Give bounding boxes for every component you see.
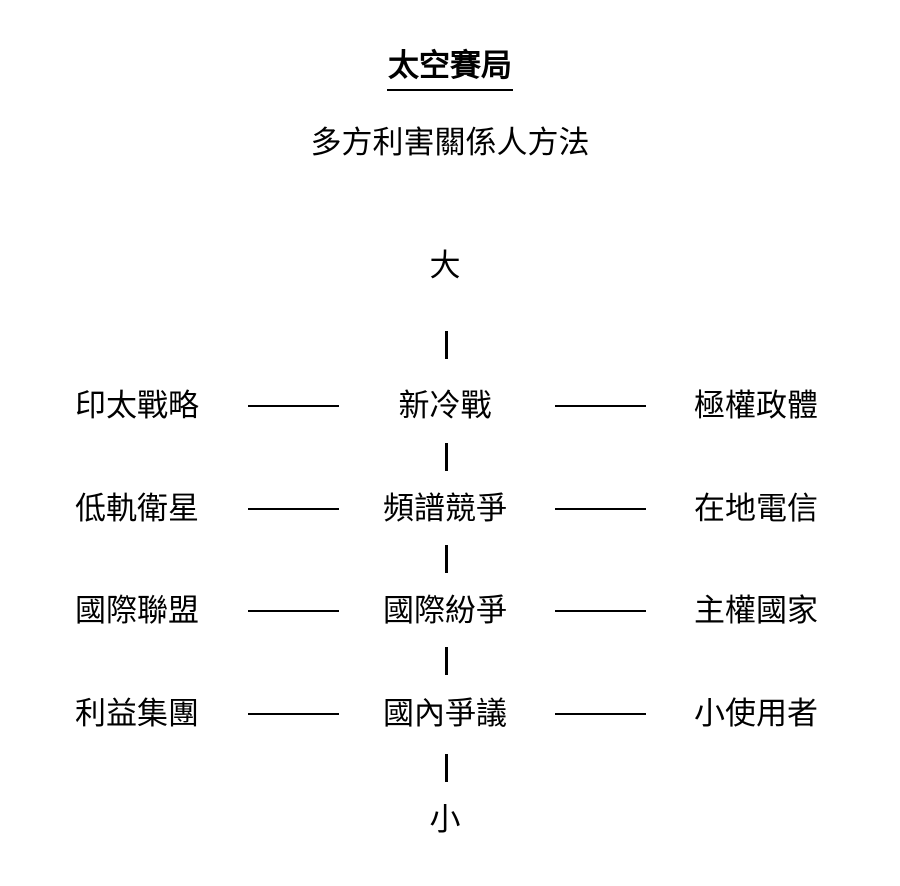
row-3-right-node: 主權國家 [694, 593, 818, 629]
row-4-right-connector [555, 713, 646, 715]
row-1-center-node: 新冷戰 [398, 388, 492, 424]
row-1-right-node: 極權政體 [694, 388, 818, 424]
row-3-left-node: 國際聯盟 [75, 593, 199, 629]
vertical-connector-bottom [445, 754, 448, 782]
row-3-left-connector [248, 610, 339, 612]
row-4-right-node: 小使用者 [694, 696, 818, 732]
diagram-title-text: 太空賽局 [387, 46, 513, 91]
vertical-connector-1-2 [445, 443, 448, 471]
row-2-right-node: 在地電信 [694, 491, 818, 527]
row-4-center-node: 國內爭議 [383, 696, 507, 732]
scale-top-label: 大 [429, 248, 461, 284]
row-2-center-node: 頻譜競爭 [383, 491, 507, 527]
row-1-right-connector [555, 405, 646, 407]
row-1-left-connector [248, 405, 339, 407]
vertical-connector-3-4 [445, 647, 448, 675]
row-2-left-connector [248, 508, 339, 510]
row-2-right-connector [555, 508, 646, 510]
row-1-left-node: 印太戰略 [75, 388, 199, 424]
diagram-subtitle: 多方利害關係人方法 [310, 125, 590, 161]
row-3-right-connector [555, 610, 646, 612]
diagram-title: 太空賽局 [0, 46, 900, 91]
vertical-connector-top [445, 331, 448, 359]
vertical-connector-2-3 [445, 545, 448, 573]
row-2-left-node: 低軌衛星 [75, 491, 199, 527]
row-4-left-node: 利益集團 [75, 696, 199, 732]
row-3-center-node: 國際紛爭 [383, 593, 507, 629]
scale-bottom-label: 小 [429, 802, 461, 838]
row-4-left-connector [248, 713, 339, 715]
